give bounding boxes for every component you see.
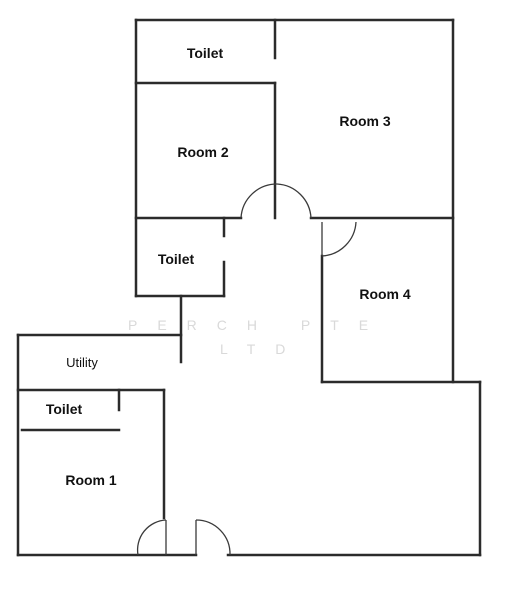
upper-block-walls: [134, 18, 482, 384]
label-room-4: Room 4: [359, 286, 411, 302]
door-swings: [136, 183, 357, 556]
label-utility: Utility: [66, 355, 98, 370]
label-room-2: Room 2: [177, 144, 229, 160]
label-toilet-bottom: Toilet: [46, 401, 83, 417]
watermark-line-1: PERCH PTE: [128, 317, 388, 333]
watermark-line-2: LTD: [220, 341, 305, 357]
label-room-3: Room 3: [339, 113, 391, 129]
label-room-1: Room 1: [65, 472, 117, 488]
label-toilet-top: Toilet: [187, 45, 224, 61]
label-toilet-mid: Toilet: [158, 251, 195, 267]
lower-block-walls: [16, 294, 482, 557]
